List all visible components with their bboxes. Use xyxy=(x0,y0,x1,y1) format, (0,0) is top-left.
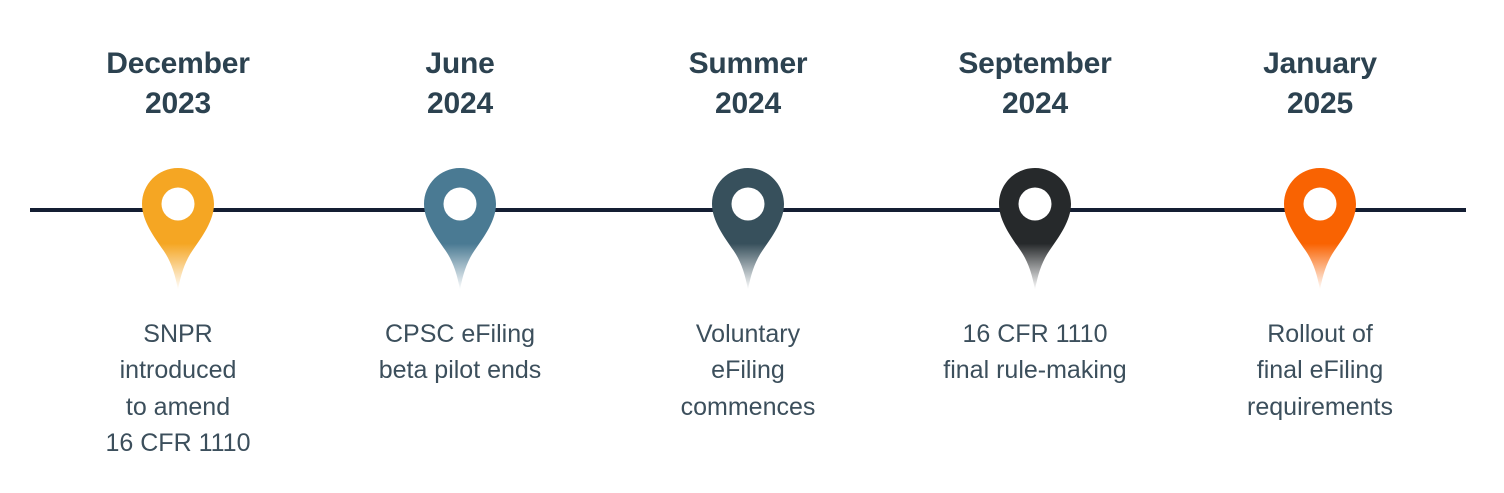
map-pin-icon xyxy=(1284,168,1356,290)
map-pin-body xyxy=(142,168,214,290)
milestone-month: December xyxy=(106,47,250,80)
milestone-caption-line: to amend xyxy=(125,392,231,421)
milestone-year: 2024 xyxy=(427,86,493,120)
milestone-caption-line: final eFiling xyxy=(1256,356,1384,385)
map-pin-hole xyxy=(443,187,477,221)
map-pin-body xyxy=(712,168,784,290)
milestone-year: 2023 xyxy=(145,86,211,120)
map-pin-hole xyxy=(161,187,195,221)
milestone-caption-line: SNPR xyxy=(143,320,213,348)
map-pin-icon xyxy=(142,168,214,290)
milestone-month: June xyxy=(425,47,495,80)
milestone-caption-line: eFiling xyxy=(711,356,785,385)
milestone-caption: SNPR introduced to amend 16 CFR 1110 xyxy=(28,316,328,461)
map-pin-icon xyxy=(712,168,784,290)
milestone-caption-line: CPSC eFiling xyxy=(384,320,536,348)
map-pin-hole xyxy=(1303,187,1337,221)
milestone-caption-line: beta pilot ends xyxy=(378,356,542,385)
milestone-date-label: June 2024 xyxy=(310,44,610,124)
milestone-year: 2024 xyxy=(1002,86,1068,120)
milestone-date-label: January 2025 xyxy=(1170,44,1470,124)
map-pin-icon xyxy=(999,168,1071,290)
milestone-caption-line: introduced xyxy=(119,356,237,385)
milestone-month: September xyxy=(958,47,1112,80)
milestone-month: January xyxy=(1263,47,1377,80)
milestone-caption-line: final rule-making xyxy=(943,356,1127,385)
milestone-caption-line: Rollout of xyxy=(1267,320,1373,348)
milestone-year: 2024 xyxy=(715,86,781,120)
timeline-milestone: September 2024 16 CFR 1110 final rule-makin… xyxy=(885,0,1185,493)
milestone-caption: CPSC eFiling beta pilot ends xyxy=(310,316,610,389)
milestone-caption-line: commences xyxy=(680,392,816,421)
milestone-caption-line: 16 CFR 1110 xyxy=(962,320,1108,348)
milestone-caption-line: requirements xyxy=(1247,392,1393,421)
map-pin-icon xyxy=(424,168,496,290)
milestone-date-label: September 2024 xyxy=(885,44,1185,124)
milestone-caption-line: Voluntary xyxy=(695,320,801,348)
milestone-month: Summer xyxy=(688,47,808,80)
milestone-caption-line: 16 CFR 1110 xyxy=(105,428,251,457)
map-pin-hole xyxy=(1018,187,1052,221)
map-pin-body xyxy=(999,168,1071,290)
milestone-caption: Rollout of final eFiling requirements xyxy=(1170,316,1470,425)
map-pin-body xyxy=(424,168,496,290)
milestone-year: 2025 xyxy=(1287,86,1353,120)
milestone-caption: 16 CFR 1110 final rule-making xyxy=(885,316,1185,389)
milestone-caption: Voluntary eFiling commences xyxy=(598,316,898,425)
map-pin-body xyxy=(1284,168,1356,290)
map-pin-hole xyxy=(731,187,765,221)
milestone-date-label: Summer 2024 xyxy=(598,44,898,124)
milestone-date-label: December 2023 xyxy=(28,44,328,124)
